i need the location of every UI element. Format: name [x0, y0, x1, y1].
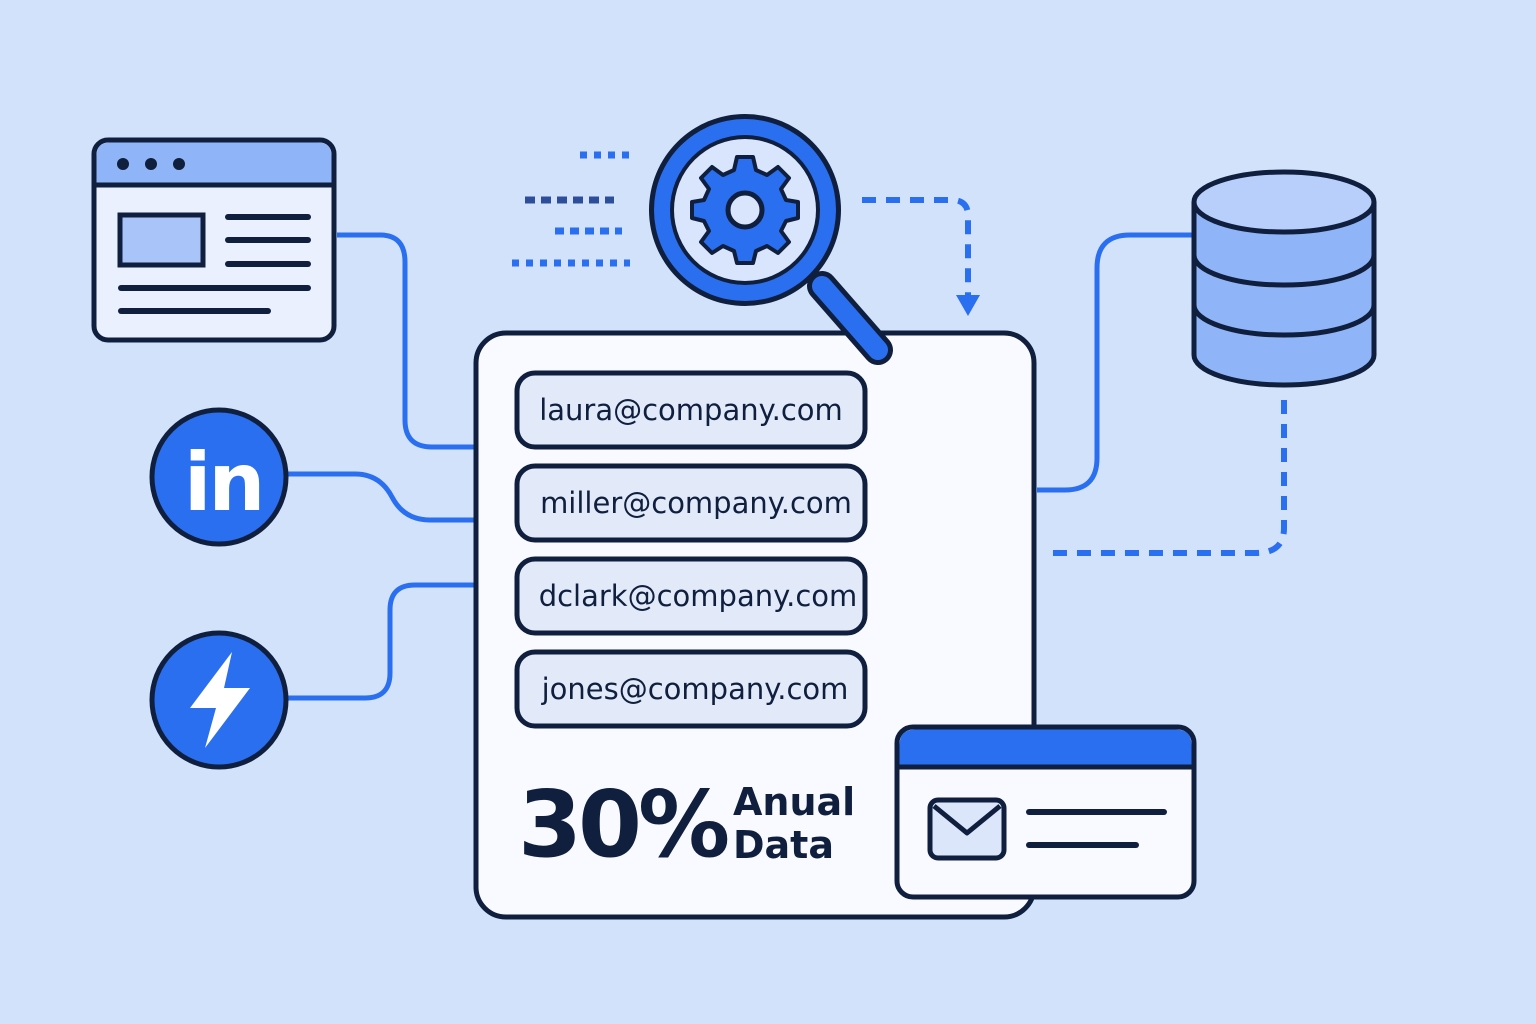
email-text: jones@company.com — [541, 672, 849, 706]
linkedin-text: in — [184, 436, 262, 529]
connector-browser — [337, 232, 474, 450]
linkedin-icon[interactable]: in — [149, 407, 289, 547]
email-pill[interactable]: dclark@company.com — [514, 556, 868, 636]
envelope-icon — [927, 797, 1007, 861]
database-icon — [1191, 169, 1377, 388]
lightning-icon[interactable] — [149, 630, 289, 770]
search-gear-icon — [649, 114, 893, 365]
arrowhead-icon — [956, 295, 980, 316]
motion-lines — [512, 151, 632, 267]
email-text: dclark@company.com — [539, 579, 858, 613]
connectors — [287, 232, 1194, 701]
email-window-icon — [894, 724, 1197, 900]
connector-lightning — [287, 582, 474, 701]
stat-label-line1: Anual — [733, 780, 855, 824]
dashed-flow-search — [862, 197, 971, 295]
connector-linkedin — [287, 471, 474, 523]
email-pill[interactable]: miller@company.com — [514, 463, 868, 543]
email-text: miller@company.com — [540, 486, 852, 520]
email-pill[interactable]: jones@company.com — [514, 649, 868, 729]
browser-window-icon — [91, 137, 337, 343]
email-pill[interactable]: laura@company.com — [514, 370, 868, 450]
stat-label-line2: Data — [733, 823, 834, 867]
gear-icon — [690, 155, 800, 265]
connector-database — [1037, 232, 1194, 493]
stat-value: 30% — [518, 771, 728, 878]
email-text: laura@company.com — [539, 393, 843, 427]
dashed-flow-database — [1050, 400, 1287, 556]
